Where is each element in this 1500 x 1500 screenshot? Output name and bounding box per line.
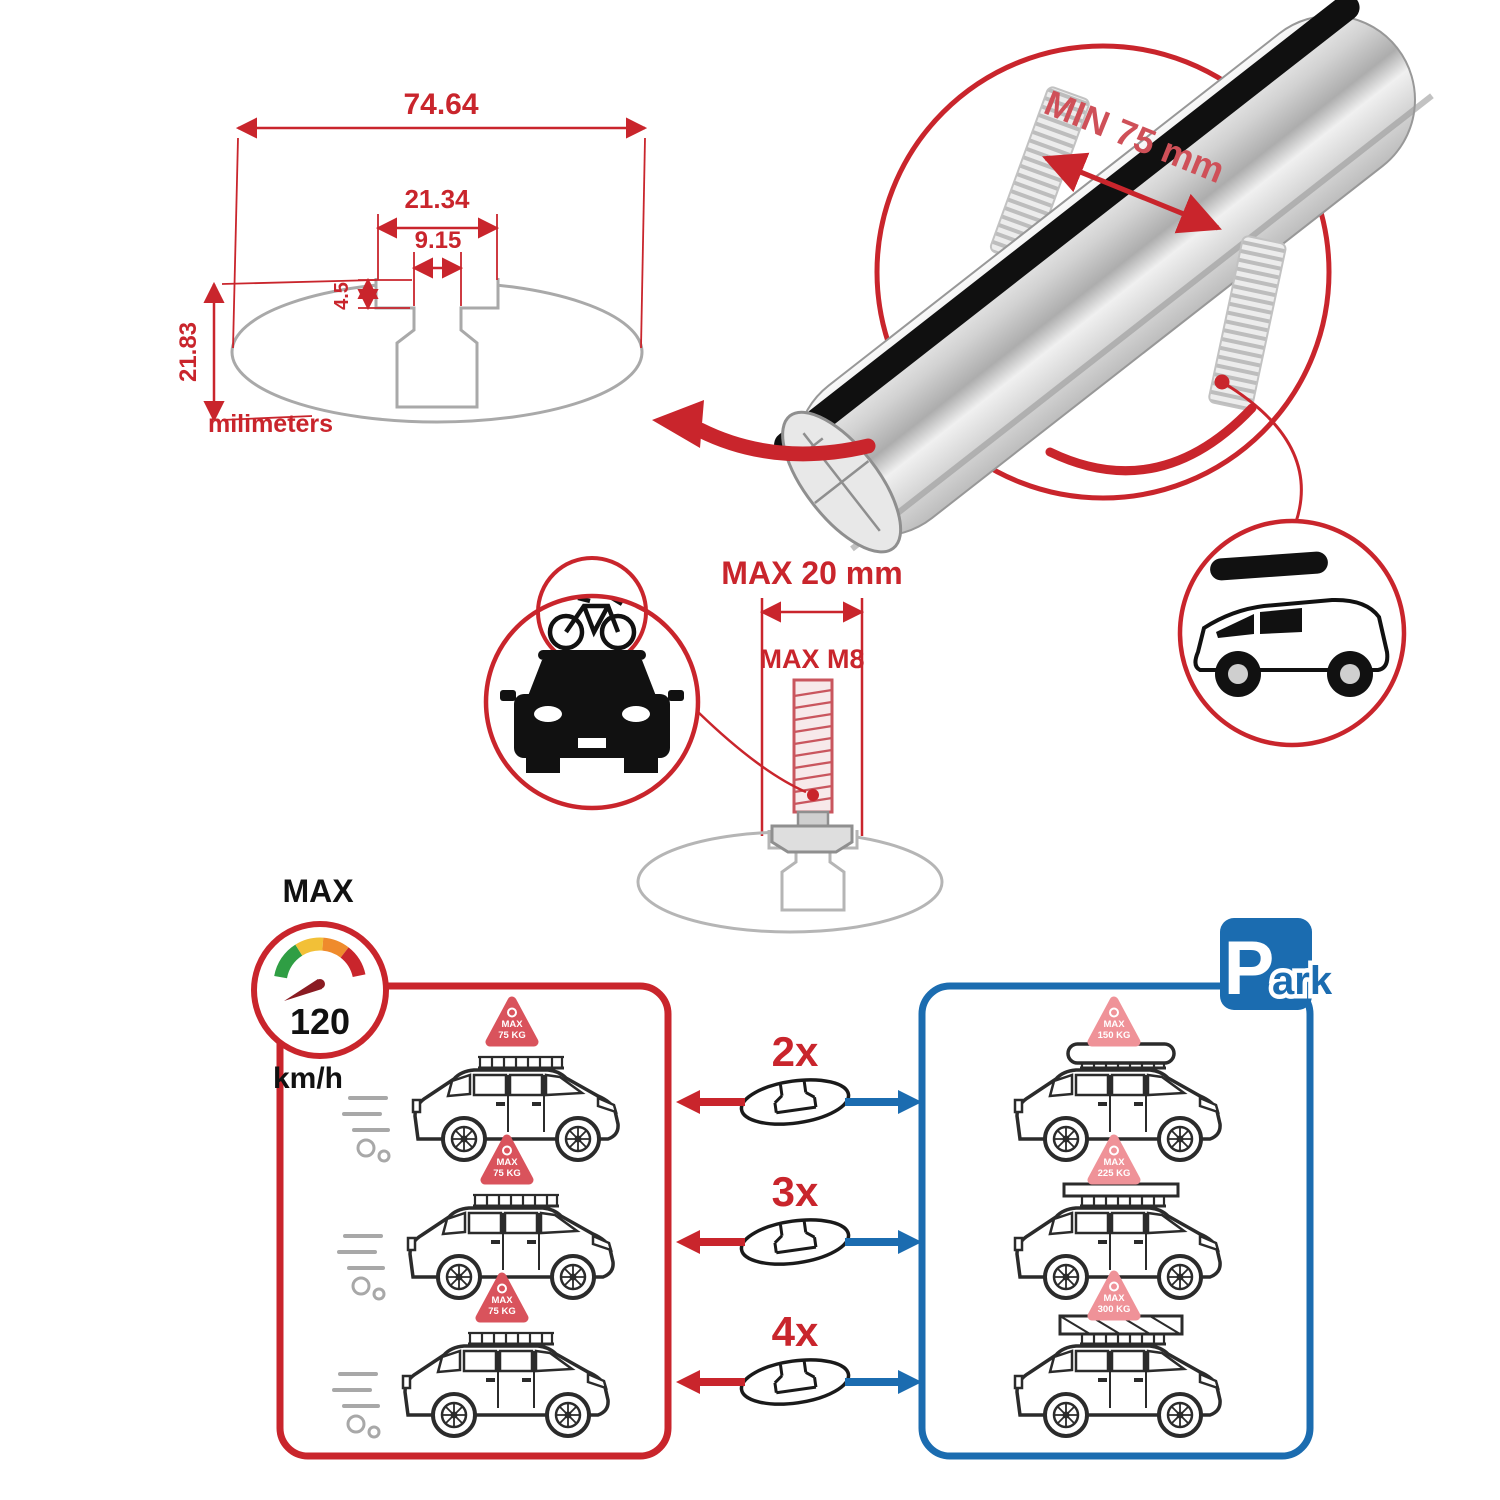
- park-sign: P ark: [1220, 918, 1337, 1011]
- bolt-point-dot: [807, 789, 819, 801]
- bar-count-label-2: 3x: [772, 1168, 819, 1215]
- cross-section-arrowhead: [652, 400, 704, 448]
- bar-count-label-3: 4x: [772, 1308, 819, 1355]
- badge-max-label: MAX: [1103, 1293, 1125, 1304]
- clamp-strap-lower: [1208, 235, 1287, 411]
- parked-cars: MAX 150 KG MAX 225 KG MAX 300 KG: [1013, 996, 1223, 1438]
- roof-box-icon: [1210, 551, 1328, 581]
- load-badge-parked-1: MAX 150 KG: [1087, 996, 1141, 1047]
- cross-section-arrow: [692, 422, 876, 462]
- badge-weight-label: 75 KG: [493, 1168, 520, 1179]
- profile-t-slot: [374, 278, 500, 409]
- park-sign-ark-label: ark: [1272, 959, 1333, 1003]
- bar-count-label-1: 2x: [772, 1028, 819, 1075]
- gauge-needle: [284, 979, 322, 1001]
- load-badge-driving-3: MAX 75 KG: [475, 1272, 529, 1323]
- crossbar-oval-icon: [736, 1071, 854, 1133]
- crossbar-illustration: MIN 75 mm: [652, 0, 1434, 748]
- crossbar-oval-icon: [736, 1211, 854, 1273]
- load-badge-driving-2: MAX 75 KG: [480, 1134, 534, 1185]
- speed-unit-label: km/h: [273, 1062, 343, 1095]
- min-span-arrow: [1042, 152, 1222, 234]
- bar-count-column: 2x 3x 4x: [676, 1028, 922, 1413]
- car-front-bike-bubble: [483, 556, 701, 811]
- t-bolt: [770, 678, 854, 854]
- load-badge-parked-2: MAX 225 KG: [1087, 1134, 1141, 1185]
- badge-max-label: MAX: [501, 1019, 523, 1030]
- dim-unit-label: milimeters: [208, 410, 333, 438]
- car-front-icon: [500, 650, 684, 773]
- badge-weight-label: 75 KG: [498, 1030, 525, 1041]
- badge-max-label: MAX: [1103, 1157, 1125, 1168]
- badge-weight-label: 75 KG: [488, 1306, 515, 1317]
- badge-weight-label: 225 KG: [1098, 1168, 1131, 1179]
- t-bolt-head: [770, 824, 854, 854]
- badge-weight-label: 150 KG: [1098, 1030, 1131, 1041]
- load-badge-parked-3: MAX 300 KG: [1087, 1270, 1141, 1321]
- suv-roofbox-bubble: [1177, 518, 1407, 748]
- dim-height-label: 21.83: [175, 322, 202, 382]
- roof-box-icon: [1066, 1042, 1176, 1065]
- driving-cars: MAX 75 KG MAX 75 KG MAX 75 KG: [332, 996, 621, 1439]
- dim-upper-slot-label: 21.34: [404, 184, 470, 214]
- park-sign-p-label: P: [1224, 926, 1275, 1011]
- bolt-connector-line: [697, 711, 807, 794]
- bubble-connector-line: [1221, 380, 1303, 523]
- badge-weight-label: 300 KG: [1098, 1304, 1131, 1315]
- dim-total-width-label: 74.64: [403, 88, 478, 121]
- roof-basket-icon: [1062, 1182, 1180, 1198]
- clamp-strap-red: [1045, 403, 1257, 476]
- max-bolt-width-label: MAX 20 mm: [721, 555, 902, 591]
- speed-max-label: MAX: [282, 873, 354, 909]
- speed-value-label: 120: [290, 1001, 350, 1042]
- speedometer: MAX 120 km/h: [251, 873, 389, 1095]
- gauge-arc: [274, 937, 366, 979]
- load-badge-driving-1: MAX 75 KG: [485, 996, 539, 1047]
- dimension-diagram: 74.64 21.34 9.15 4.5 21.83 milimeters: [175, 88, 648, 438]
- crossbar-oval-icon: [736, 1351, 854, 1413]
- badge-max-label: MAX: [1103, 1019, 1125, 1030]
- dim-slot-depth-label: 4.5: [331, 282, 353, 310]
- badge-max-label: MAX: [491, 1295, 513, 1306]
- max-thread-label: MAX M8: [759, 644, 864, 674]
- bicycle-icon: [547, 595, 637, 651]
- dim-inner-slot-label: 9.15: [415, 227, 462, 254]
- bolt-diagram: MAX 20 mm MAX M8: [483, 555, 944, 934]
- badge-max-label: MAX: [496, 1157, 518, 1168]
